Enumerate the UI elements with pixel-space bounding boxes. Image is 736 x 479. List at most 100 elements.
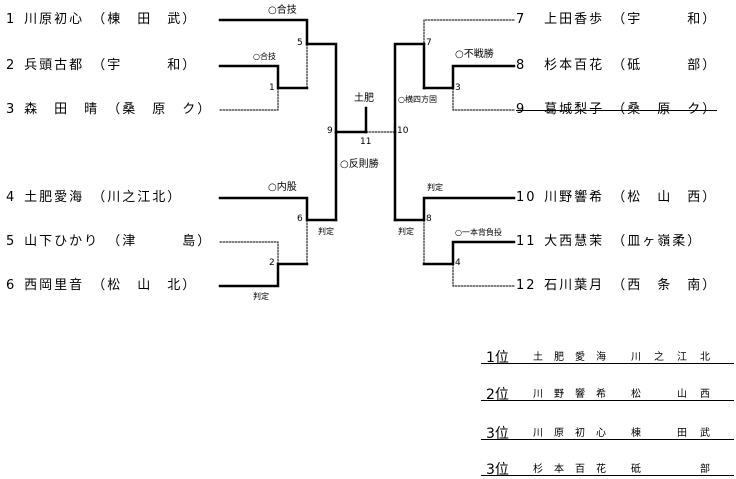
rank-place: 1位 [486, 350, 509, 366]
entry-left-5: 5 山下ひかり （津 島） [6, 232, 212, 252]
match1-result: ○合技 [253, 52, 276, 61]
entry-left-2: 2 兵頭古都 （宇 和） [6, 56, 197, 76]
match6-result: ○内股 [268, 182, 297, 193]
entry-right-7: 7 上田香歩 （宇 和） [516, 10, 717, 30]
rank-place: 3位 [486, 426, 509, 442]
player-name: 森 田 晴 [24, 102, 100, 117]
entry-left-4: 4 土肥愛海 （川之江北） [6, 188, 182, 208]
rank-place: 2位 [486, 387, 509, 403]
seed-number: 10 [516, 190, 537, 205]
entry-right-12: 12 石川葉月 （西 条 南） [516, 276, 717, 296]
player-school: （宇 和） [92, 58, 198, 73]
rank-school: 松 山西 [631, 389, 723, 400]
player-name: 石川葉月 [544, 278, 605, 293]
rank-name: 土肥愛海 [533, 352, 617, 363]
entry-left-1: 1 川原初心 （棟 田 武） [6, 10, 197, 30]
player-name: 上田香歩 [544, 12, 605, 27]
player-school: （宇 和） [612, 12, 718, 27]
line-1-to-m5 [218, 18, 309, 46]
player-name: 杉本百花 [544, 58, 605, 73]
player-school: （川之江北） [92, 190, 183, 205]
match3-result: ○不戦勝 [455, 49, 494, 60]
player-name: 山下ひかり [24, 234, 100, 249]
line-4-to-m6 [218, 196, 338, 222]
entry-right-8: 8 杉本百花 （砥 部） [516, 56, 717, 76]
match5-number: 5 [297, 38, 303, 48]
match9-result: ○反則勝 [340, 159, 379, 170]
withdrawn-strikethrough [516, 110, 718, 111]
seed-number: 8 [516, 58, 527, 73]
seed-number: 12 [516, 278, 537, 293]
player-school: （西 条 南） [612, 278, 718, 293]
seed-number: 7 [516, 12, 527, 27]
player-school: （松 山 西） [612, 190, 718, 205]
match8-note: 判定 [398, 227, 414, 236]
final-winner: 土肥 [354, 93, 374, 104]
match4-result: ○一本背負投 [455, 228, 502, 237]
player-school: （松 山 北） [92, 278, 198, 293]
line-m7-to-m10 [393, 42, 426, 134]
match3-number: 3 [455, 83, 461, 93]
seed-number: 2 [6, 58, 17, 73]
seed-number: 1 [6, 12, 17, 27]
rank-place: 3位 [486, 462, 509, 478]
ranking-row-2: 2位 川野響希 松 山西 [481, 380, 734, 403]
line-7-to-m7 [423, 19, 515, 45]
match11-number: 11 [360, 137, 372, 147]
match8-result: 判定 [427, 183, 443, 192]
match6-note: 判定 [318, 227, 334, 236]
rank-name: 杉本百花 [533, 464, 617, 475]
rank-school: 砥 部 [631, 464, 723, 475]
line-9-to-m3 [452, 87, 515, 111]
player-name: 大西慧茉 [544, 234, 605, 249]
rank-name: 川野響希 [533, 389, 617, 400]
player-school: （桑 原 ク） [107, 102, 213, 117]
player-name: 葛城梨子 [544, 102, 605, 117]
entry-right-9: 9 葛城梨子 （桑 原 ク） [516, 100, 718, 120]
ranking-row-3: 3位 川原初心 棟 田武 [481, 419, 734, 442]
match6-number: 6 [297, 214, 303, 224]
match8-number: 8 [426, 214, 432, 224]
player-name: 土肥愛海 [24, 190, 85, 205]
line-10-to-m8 [393, 196, 516, 222]
line-5-to-m2 [219, 241, 279, 265]
ranking-row-1: 1位 土肥愛海 川之江北 [481, 343, 734, 366]
rank-school: 棟 田武 [631, 428, 723, 439]
entry-right-10: 10 川野響希 （松 山 西） [516, 188, 717, 208]
player-name: 川野響希 [544, 190, 605, 205]
player-school: （砥 部） [612, 58, 718, 73]
line-8-to-m3 [422, 64, 516, 90]
seed-number: 6 [6, 278, 17, 293]
entry-left-3: 3 森 田 晴 （桑 原 ク） [6, 100, 212, 120]
match2-number: 2 [269, 258, 275, 268]
match7-number: 7 [426, 38, 432, 48]
match4-number: 4 [455, 258, 461, 268]
seed-number: 3 [6, 102, 17, 117]
seed-number: 4 [6, 190, 17, 205]
match1-number: 1 [269, 83, 275, 93]
line-6-to-m2 [218, 262, 309, 288]
line-3-to-m1 [219, 87, 279, 111]
seed-number: 11 [516, 234, 537, 249]
match10-number: 10 [397, 126, 409, 136]
rank-school: 川之江北 [631, 352, 723, 363]
player-school: （桑 原 ク） [612, 102, 718, 117]
seed-number: 5 [6, 234, 17, 249]
entry-left-6: 6 西岡里音 （松 山 北） [6, 276, 197, 296]
seed-number: 9 [516, 100, 538, 120]
player-school: （皿ヶ嶺柔） [612, 234, 703, 249]
match10-result: ○横四方固 [398, 95, 437, 104]
line-12-to-m4 [452, 263, 515, 287]
match5-result: ○合技 [268, 5, 297, 16]
ranking-row-4: 3位 杉本百花 砥 部 [481, 455, 734, 478]
player-school: （棟 田 武） [92, 12, 198, 27]
rank-name: 川原初心 [533, 428, 617, 439]
player-name: 兵頭古都 [24, 58, 85, 73]
match2-result: 判定 [253, 292, 269, 301]
match9-number: 9 [327, 126, 333, 136]
line-2-to-m1 [218, 64, 309, 90]
player-school: （津 島） [107, 234, 213, 249]
line-m5-to-m9 [305, 42, 338, 134]
line-11-to-m4 [422, 240, 516, 266]
